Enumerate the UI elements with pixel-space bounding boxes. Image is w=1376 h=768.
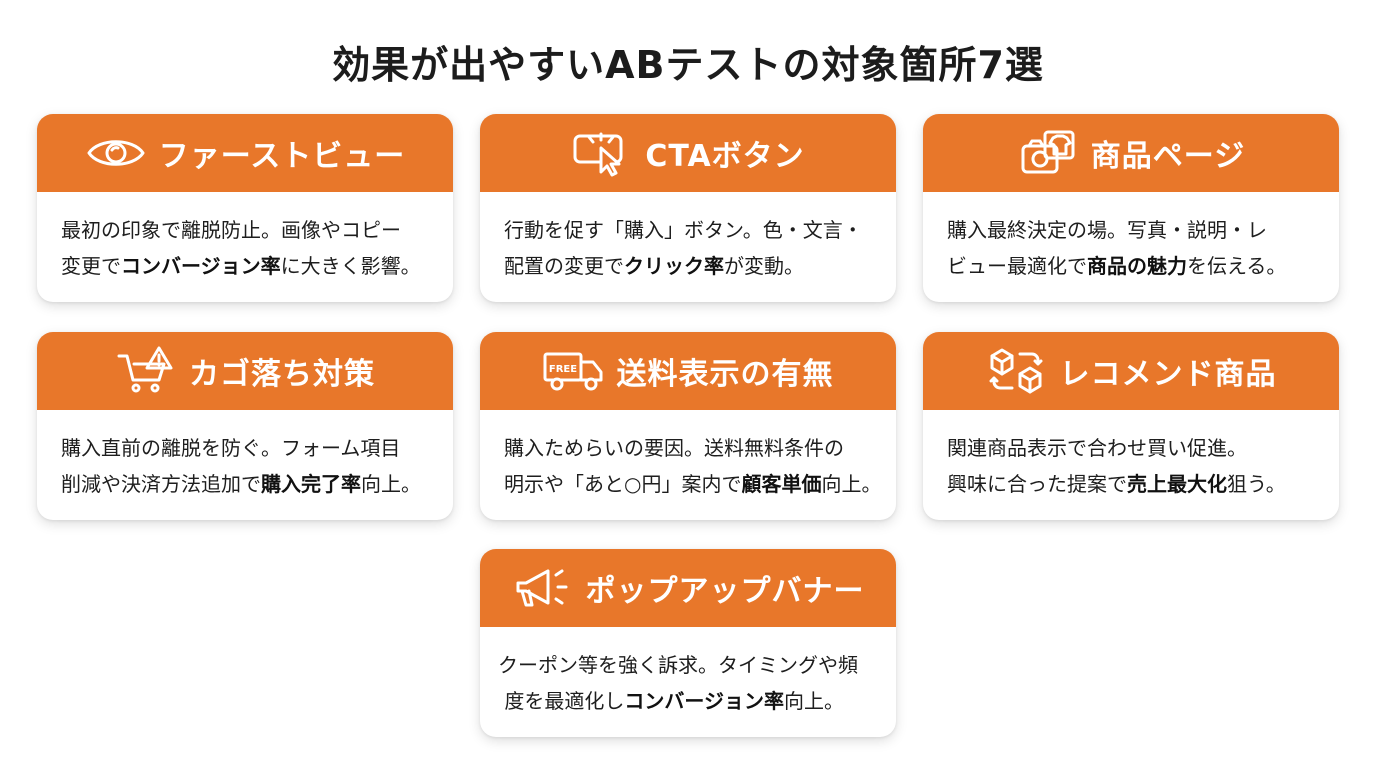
cart-warning-icon [117, 346, 173, 393]
card-title: ポップアップバナー [585, 574, 865, 609]
card-cta-button: CTAボタン 行動を促す「購入」ボタン。色・文言・ 配置の変更でクリック率が変動… [480, 114, 896, 302]
card-shipping-display: FREE 送料表示の有無 購入ためらいの要因。送料無料条件の 明示や「あと○円」… [480, 332, 896, 520]
card-title: レコメンド商品 [1059, 357, 1277, 392]
click-cursor-icon [573, 132, 623, 177]
megaphone-icon [516, 569, 567, 607]
card-description: 関連商品表示で合わせ買い促進。 興味に合った提案で売上最大化狙う。 [947, 436, 1286, 496]
card-title: ファーストビュー [158, 139, 406, 174]
card-description: 購入最終決定の場。写真・説明・レ ビュー最適化で商品の魅力を伝える。 [947, 218, 1287, 278]
card-first-view: ファーストビュー 最初の印象で離脱防止。画像やコピー 変更でコンバージョン率に大… [37, 114, 453, 302]
card-title: CTAボタン [645, 139, 805, 174]
card-popup-banner: ポップアップバナー クーポン等を強く訴求。タイミングや頻 度を最適化しコンバージ… [480, 549, 896, 737]
card-recommended-products: レコメンド商品 関連商品表示で合わせ買い促進。 興味に合った提案で売上最大化狙う… [923, 332, 1339, 520]
camera-shirt-icon [1021, 130, 1075, 174]
eye-icon [87, 140, 145, 166]
svg-text:FREE: FREE [548, 364, 576, 375]
boxes-exchange-icon [989, 348, 1042, 394]
card-header: カゴ落ち対策 [37, 332, 453, 410]
card-description: 最初の印象で離脱防止。画像やコピー 変更でコンバージョン率に大きく影響。 [61, 218, 421, 278]
card-title: 商品ページ [1090, 139, 1246, 174]
card-description: 行動を促す「購入」ボタン。色・文言・ 配置の変更でクリック率が変動。 [504, 218, 863, 278]
card-cart-abandonment: カゴ落ち対策 購入直前の離脱を防ぐ。フォーム項目 削減や決済方法追加で購入完了率… [37, 332, 453, 520]
card-header: CTAボタン [480, 114, 896, 192]
card-header: 商品ページ [923, 114, 1339, 192]
card-header: ファーストビュー [37, 114, 453, 192]
free-shipping-truck-icon: FREE [543, 352, 602, 391]
card-description: 購入直前の離脱を防ぐ。フォーム項目 削減や決済方法追加で購入完了率向上。 [61, 436, 421, 496]
card-title: 送料表示の有無 [616, 357, 834, 392]
card-header: FREE 送料表示の有無 [480, 332, 896, 410]
card-description: 購入ためらいの要因。送料無料条件の 明示や「あと○円」案内で顧客単価向上。 [504, 436, 882, 496]
card-header: レコメンド商品 [923, 332, 1339, 410]
card-header: ポップアップバナー [480, 549, 896, 627]
card-title: カゴ落ち対策 [189, 357, 375, 392]
card-description: クーポン等を強く訴求。タイミングや頻 度を最適化しコンバージョン率向上。 [498, 653, 858, 713]
page-title: 効果が出やすいABテストの対象箇所7選 [332, 43, 1044, 87]
card-product-page: 商品ページ 購入最終決定の場。写真・説明・レ ビュー最適化で商品の魅力を伝える。 [923, 114, 1339, 302]
